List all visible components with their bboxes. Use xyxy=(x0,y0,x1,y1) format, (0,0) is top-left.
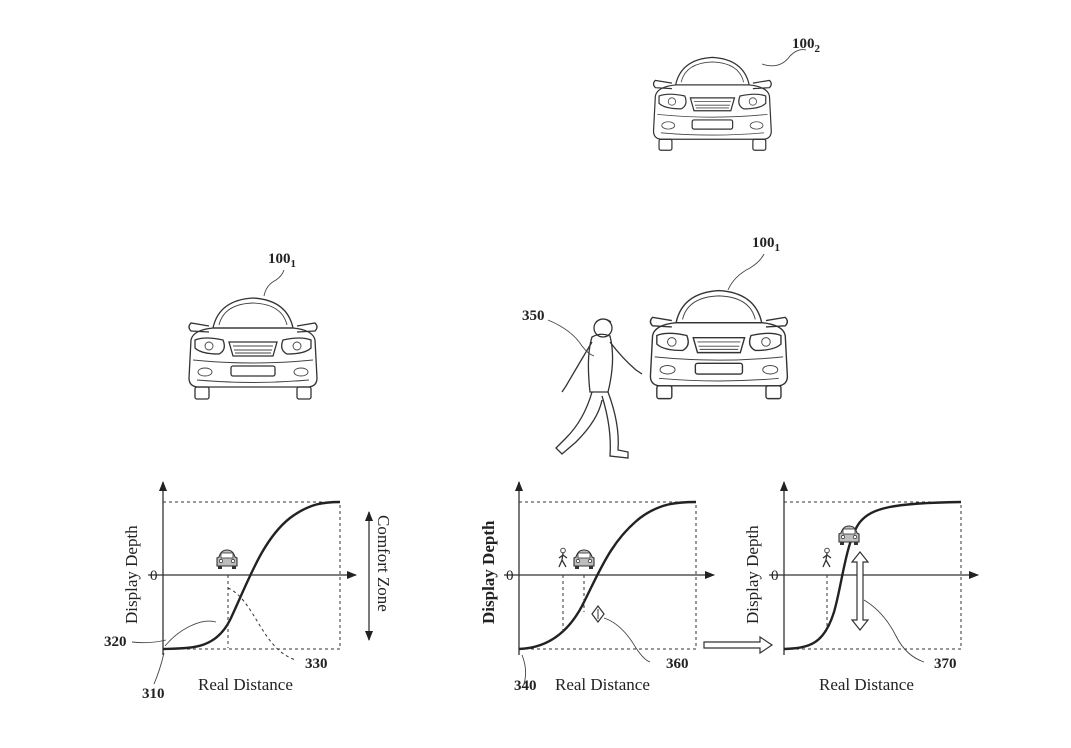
ref-100-1-right: 1001 xyxy=(752,235,780,254)
leader-100-1-right xyxy=(727,253,765,291)
ref-370: 370 xyxy=(934,656,957,672)
ref-360: 360 xyxy=(666,656,689,672)
curve-370 xyxy=(783,500,962,651)
car-100-1-right xyxy=(649,289,789,400)
car-100-1-left xyxy=(188,297,318,400)
curve-320 xyxy=(164,620,217,647)
graph-3-zero: 0 xyxy=(771,568,779,584)
graph-3-ylabel: Display Depth xyxy=(743,525,762,624)
graph-2-xlabel: Real Distance xyxy=(555,675,650,694)
graph-1-ylabel: Display Depth xyxy=(122,525,141,624)
ref-320: 320 xyxy=(104,634,127,650)
ref-350: 350 xyxy=(522,308,545,324)
curve-310 xyxy=(162,500,341,651)
marker-370-icon xyxy=(850,551,870,631)
graph-3: Display Depth 0 Real Distance xyxy=(743,481,979,694)
mini-car-icon xyxy=(216,549,238,570)
leader-350 xyxy=(547,319,595,357)
graph-2-zero: 0 xyxy=(506,568,514,584)
leader-340 xyxy=(521,654,527,685)
ref-340: 340 xyxy=(514,678,537,694)
ref-330: 330 xyxy=(305,656,328,672)
graph-1: Display Depth 0 Real Distance Comfort Zo… xyxy=(122,481,393,694)
comfort-zone-label: Comfort Zone xyxy=(374,515,393,612)
ref-310: 310 xyxy=(142,686,165,702)
leader-370 xyxy=(863,599,925,663)
marker-360-icon xyxy=(591,605,605,623)
ref-100-2: 1002 xyxy=(792,36,821,55)
leader-100-1-left xyxy=(263,269,285,297)
graph-3-xlabel: Real Distance xyxy=(819,675,914,694)
ref-100-1-left: 1001 xyxy=(268,251,296,270)
mini-car-icon xyxy=(573,549,595,570)
graph-1-zero: 0 xyxy=(150,568,158,584)
pedestrian-350 xyxy=(555,318,643,459)
graph-2-ylabel: Display Depth xyxy=(479,520,498,624)
graph-1-xlabel: Real Distance xyxy=(198,675,293,694)
mini-ped-icon xyxy=(822,547,832,568)
leader-310 xyxy=(153,652,165,685)
mini-ped-icon xyxy=(558,547,568,568)
transition-arrow xyxy=(703,635,774,655)
leader-100-2 xyxy=(761,49,807,67)
curve-330 xyxy=(227,587,297,661)
graph-2: Display Depth 0 Real Distance xyxy=(479,481,715,694)
leader-320 xyxy=(131,639,167,644)
leader-360 xyxy=(603,617,651,663)
car-100-2 xyxy=(652,56,772,151)
curve-340 xyxy=(518,500,697,651)
